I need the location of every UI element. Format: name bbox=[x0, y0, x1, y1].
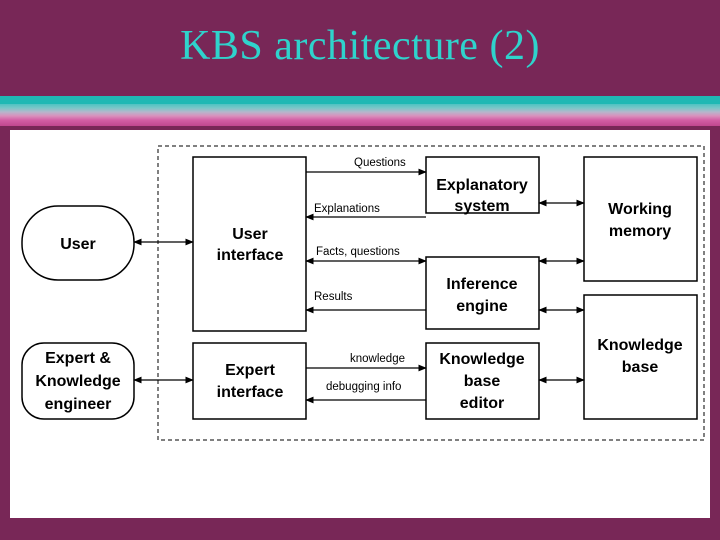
inference-engine-label-line2: engine bbox=[456, 298, 508, 315]
kb-editor-box bbox=[425, 342, 540, 420]
expert-interface-box bbox=[192, 342, 307, 420]
kbs-architecture-diagram: User Expert & Knowledge engineer User in… bbox=[21, 145, 705, 441]
explanatory-system-box bbox=[425, 156, 540, 214]
title-divider-bar bbox=[0, 96, 720, 126]
kb-editor-label-line3: editor bbox=[460, 395, 504, 412]
working-memory-box bbox=[583, 156, 698, 282]
explanatory-system-label-line1: Explanatory bbox=[436, 177, 528, 194]
user-interface-box bbox=[192, 156, 307, 332]
user-interface-label-line1: User bbox=[232, 226, 268, 243]
user-interface-label-line2: interface bbox=[217, 247, 284, 264]
knowledge-base-box bbox=[583, 294, 698, 420]
slide-title: KBS architecture (2) bbox=[180, 23, 540, 69]
facts-questions-label: Facts, questions bbox=[316, 246, 400, 258]
knowledge-base-label-line1: Knowledge bbox=[597, 337, 682, 354]
explanatory-system-label-line2: system bbox=[454, 198, 509, 215]
system-boundary bbox=[157, 145, 705, 441]
inference-engine-box bbox=[425, 256, 540, 330]
explanations-label: Explanations bbox=[314, 203, 380, 215]
expert-label-line2: Knowledge bbox=[35, 373, 120, 390]
working-memory-label-line2: memory bbox=[609, 223, 671, 240]
diagram-canvas: User Expert & Knowledge engineer User in… bbox=[10, 130, 710, 518]
user-label: User bbox=[60, 236, 96, 253]
questions-label: Questions bbox=[354, 157, 406, 169]
results-label: Results bbox=[314, 291, 353, 303]
kb-editor-label-line2: base bbox=[464, 373, 501, 390]
kb-editor-label-line1: Knowledge bbox=[439, 351, 524, 368]
expert-label-line1: Expert & bbox=[45, 350, 111, 367]
inference-engine-label-line1: Inference bbox=[446, 276, 517, 293]
debugging-info-label: debugging info bbox=[326, 381, 401, 393]
knowledge-label: knowledge bbox=[350, 353, 405, 365]
expert-label-line3: engineer bbox=[45, 396, 112, 413]
expert-interface-label-line2: interface bbox=[217, 384, 284, 401]
knowledge-base-label-line2: base bbox=[622, 359, 659, 376]
expert-interface-label-line1: Expert bbox=[225, 362, 275, 379]
working-memory-label-line1: Working bbox=[608, 201, 672, 218]
